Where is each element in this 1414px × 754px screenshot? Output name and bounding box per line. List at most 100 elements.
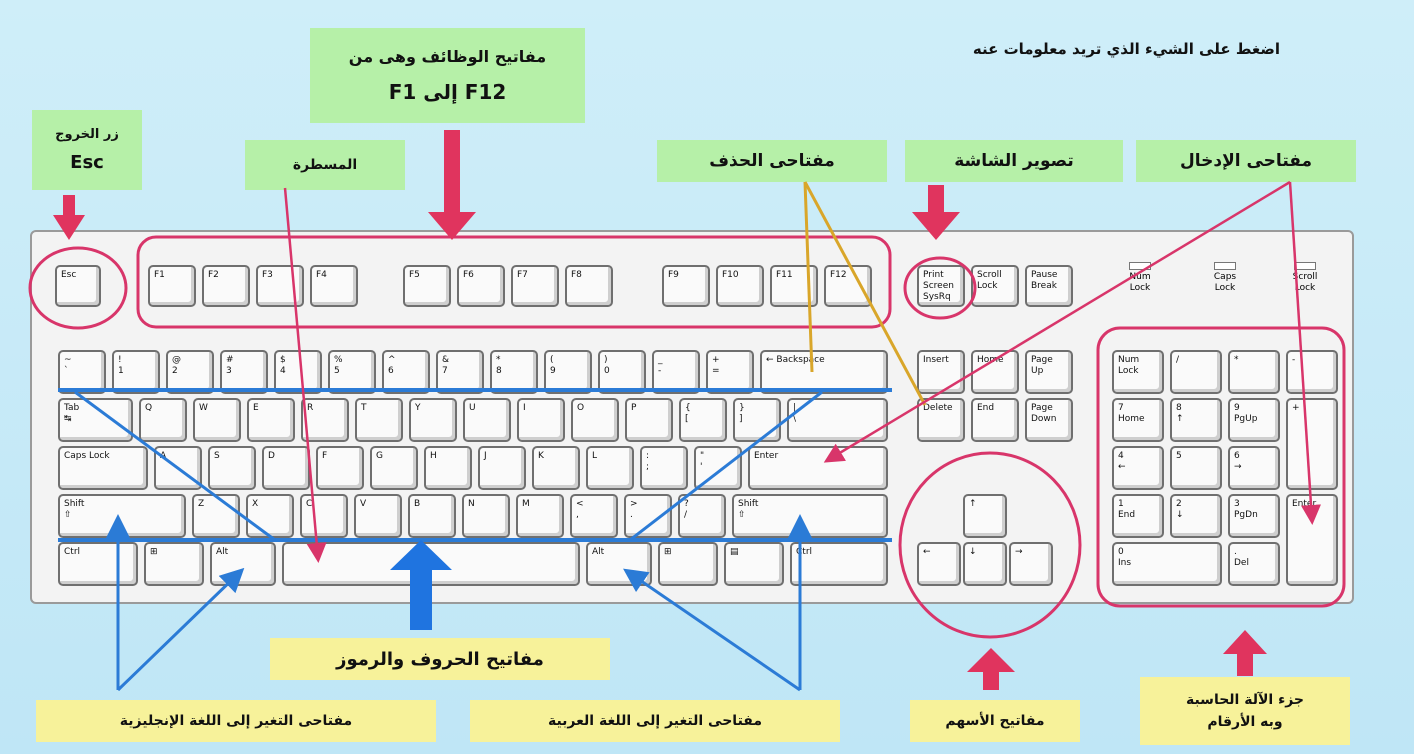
- key-home-k[interactable]: K: [532, 446, 580, 490]
- key-esc[interactable]: Esc: [55, 265, 101, 307]
- key-f6[interactable]: F6: [457, 265, 505, 307]
- key-num-row-8[interactable]: * 8: [490, 350, 538, 394]
- key-numpad-numlock[interactable]: Num Lock: [1112, 350, 1164, 394]
- key-shift-row-v[interactable]: V: [354, 494, 402, 538]
- key-ctrl-right[interactable]: Ctrl: [790, 542, 888, 586]
- function-keys-label[interactable]: مفاتيح الوظائف وهى من F1 إلى F12: [310, 28, 585, 123]
- key-alt-right[interactable]: Alt: [586, 542, 652, 586]
- key-home-j[interactable]: J: [478, 446, 526, 490]
- key-home-symbol[interactable]: : ;: [640, 446, 688, 490]
- delete-keys-label[interactable]: مفتاحى الحذف: [657, 140, 887, 182]
- key-caps-lock[interactable]: Caps Lock: [58, 446, 148, 490]
- enter-keys-label[interactable]: مفتاحى الإدخال: [1136, 140, 1356, 182]
- key-f2[interactable]: F2: [202, 265, 250, 307]
- key-top-i[interactable]: I: [517, 398, 565, 442]
- numpad-label[interactable]: جزء الآلة الحاسبة وبه الأرقام: [1140, 677, 1350, 745]
- key-num-row-4[interactable]: $ 4: [274, 350, 322, 394]
- key-top-u[interactable]: U: [463, 398, 511, 442]
- key-arrow-left[interactable]: ←: [917, 542, 961, 586]
- letters-symbols-label[interactable]: مفاتيح الحروف والرموز: [270, 638, 610, 680]
- key-numpad-0[interactable]: 0 Ins: [1112, 542, 1222, 586]
- print-screen-label[interactable]: تصوير الشاشة: [905, 140, 1123, 182]
- key-f10[interactable]: F10: [716, 265, 764, 307]
- key-home-h[interactable]: H: [424, 446, 472, 490]
- key-numpad-1[interactable]: 1 End: [1112, 494, 1164, 538]
- key-shift-row-x[interactable]: X: [246, 494, 294, 538]
- key-num-row-7[interactable]: & 7: [436, 350, 484, 394]
- key-f12[interactable]: F12: [824, 265, 872, 307]
- key-home-f[interactable]: F: [316, 446, 364, 490]
- key-pause[interactable]: Pause Break: [1025, 265, 1073, 307]
- key-num-row-3[interactable]: # 3: [220, 350, 268, 394]
- key-num-row-0[interactable]: ~ `: [58, 350, 106, 394]
- key-top-r[interactable]: R: [301, 398, 349, 442]
- key-backspace[interactable]: ← Backspace: [760, 350, 888, 394]
- key-num-row-11[interactable]: _ -: [652, 350, 700, 394]
- key-numpad-7[interactable]: 7 Home: [1112, 398, 1164, 442]
- key-numpad-8[interactable]: 8 ↑: [1170, 398, 1222, 442]
- key-numpad-5[interactable]: 5: [1170, 446, 1222, 490]
- key-top-y[interactable]: Y: [409, 398, 457, 442]
- key-home-s[interactable]: S: [208, 446, 256, 490]
- key-print-screen[interactable]: Print Screen SysRq: [917, 265, 965, 307]
- key-arrow-right[interactable]: →: [1009, 542, 1053, 586]
- arrows-label[interactable]: مفاتيح الأسهم: [910, 700, 1080, 742]
- spacebar-label[interactable]: المسطرة: [245, 140, 405, 190]
- key-num-row-10[interactable]: ) 0: [598, 350, 646, 394]
- key-arrow-up[interactable]: ↑: [963, 494, 1007, 538]
- key-num-row-6[interactable]: ^ 6: [382, 350, 430, 394]
- key-numpad-minus[interactable]: -: [1286, 350, 1338, 394]
- key-end[interactable]: End: [971, 398, 1019, 442]
- key-f1[interactable]: F1: [148, 265, 196, 307]
- key-shift-row-c[interactable]: C: [300, 494, 348, 538]
- key-page-up[interactable]: Page Up: [1025, 350, 1073, 394]
- key-numpad-multiply[interactable]: *: [1228, 350, 1280, 394]
- key-top-o[interactable]: O: [571, 398, 619, 442]
- key-numpad-divide[interactable]: /: [1170, 350, 1222, 394]
- key-numpad-plus[interactable]: +: [1286, 398, 1338, 490]
- key-numpad-4[interactable]: 4 ←: [1112, 446, 1164, 490]
- key-numpad-2[interactable]: 2 ↓: [1170, 494, 1222, 538]
- key-windows-left[interactable]: ⊞: [144, 542, 204, 586]
- key-shift-row-symbol[interactable]: ? /: [678, 494, 726, 538]
- key-shift-row-n[interactable]: N: [462, 494, 510, 538]
- key-top-w[interactable]: W: [193, 398, 241, 442]
- key-menu[interactable]: ▤: [724, 542, 784, 586]
- key-num-row-1[interactable]: ! 1: [112, 350, 160, 394]
- key-shift-row-symbol[interactable]: < ,: [570, 494, 618, 538]
- key-shift-row-z[interactable]: Z: [192, 494, 240, 538]
- key-num-row-2[interactable]: @ 2: [166, 350, 214, 394]
- key-insert[interactable]: Insert: [917, 350, 965, 394]
- key-ctrl-left[interactable]: Ctrl: [58, 542, 138, 586]
- key-numpad-enter[interactable]: Enter: [1286, 494, 1338, 586]
- key-windows-right[interactable]: ⊞: [658, 542, 718, 586]
- key-page-down[interactable]: Page Down: [1025, 398, 1073, 442]
- key-f4[interactable]: F4: [310, 265, 358, 307]
- to-arabic-label[interactable]: مفتاحى التغير إلى اللغة العربية: [470, 700, 840, 742]
- key-num-row-5[interactable]: % 5: [328, 350, 376, 394]
- to-english-label[interactable]: مفتاحى التغير إلى اللغة الإنجليزية: [36, 700, 436, 742]
- key-numpad-6[interactable]: 6 →: [1228, 446, 1280, 490]
- key-f7[interactable]: F7: [511, 265, 559, 307]
- key-num-row-12[interactable]: + =: [706, 350, 754, 394]
- key-delete[interactable]: Delete: [917, 398, 965, 442]
- key-home-g[interactable]: G: [370, 446, 418, 490]
- key-shift-row-b[interactable]: B: [408, 494, 456, 538]
- key-numpad-3[interactable]: 3 PgDn: [1228, 494, 1280, 538]
- key-num-row-9[interactable]: ( 9: [544, 350, 592, 394]
- key-shift-row-symbol[interactable]: > .: [624, 494, 672, 538]
- key-scroll-lock[interactable]: Scroll Lock: [971, 265, 1019, 307]
- key-top-symbol[interactable]: { [: [679, 398, 727, 442]
- key-f9[interactable]: F9: [662, 265, 710, 307]
- key-top-t[interactable]: T: [355, 398, 403, 442]
- key-numpad-9[interactable]: 9 PgUp: [1228, 398, 1280, 442]
- key-top-e[interactable]: E: [247, 398, 295, 442]
- key-f5[interactable]: F5: [403, 265, 451, 307]
- key-shift-row-m[interactable]: M: [516, 494, 564, 538]
- exit-key-label[interactable]: زر الخروج Esc: [32, 110, 142, 190]
- key-top-q[interactable]: Q: [139, 398, 187, 442]
- key-arrow-down[interactable]: ↓: [963, 542, 1007, 586]
- key-numpad-del[interactable]: . Del: [1228, 542, 1280, 586]
- key-enter[interactable]: Enter: [748, 446, 888, 490]
- key-f8[interactable]: F8: [565, 265, 613, 307]
